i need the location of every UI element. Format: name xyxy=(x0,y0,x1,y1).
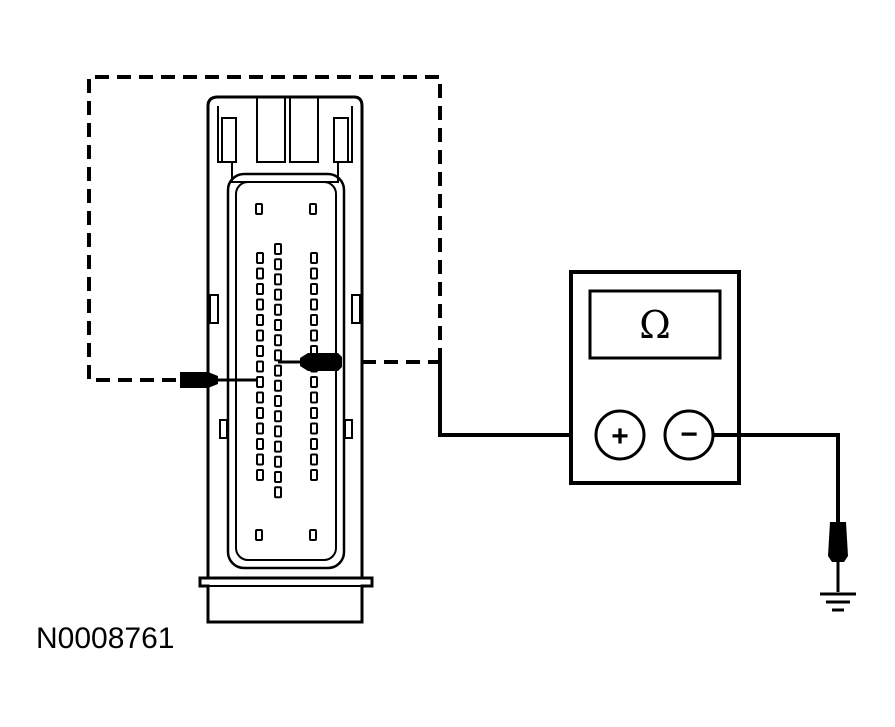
connector-pin xyxy=(256,391,264,404)
connector-pin xyxy=(256,345,264,357)
wire-to-positive xyxy=(438,362,596,437)
connector-pin xyxy=(256,469,264,481)
connector-pin xyxy=(274,273,282,286)
connector-pin xyxy=(310,453,318,466)
wire-to-ground xyxy=(713,433,840,522)
connector-pin xyxy=(274,319,282,331)
connector-pin xyxy=(274,258,282,271)
connector-pin xyxy=(310,329,318,342)
dashed-boundary xyxy=(87,75,442,382)
connector-pin xyxy=(274,303,282,316)
connector-pin xyxy=(256,314,264,326)
ground-probe xyxy=(828,522,848,592)
connector-pin xyxy=(310,391,318,404)
connector-pin xyxy=(256,360,264,373)
connector-pin xyxy=(256,283,264,295)
connector-pin xyxy=(256,329,264,342)
connector-pin xyxy=(256,252,264,264)
connector-pin xyxy=(310,267,318,280)
meter-display xyxy=(588,289,722,360)
connector-pin xyxy=(274,288,282,301)
figure-id: N0008761 xyxy=(36,622,175,655)
connector-side-nub-right xyxy=(344,419,353,439)
connector-pin xyxy=(310,298,318,311)
connector-pin xyxy=(310,438,318,450)
connector-pin xyxy=(256,422,264,435)
connector-pin xyxy=(310,422,318,435)
connector-pin xyxy=(274,410,282,423)
meter-display-symbol: Ω xyxy=(639,303,671,347)
connector-face-outer xyxy=(226,172,346,570)
connector-latch-slot-left xyxy=(221,117,237,163)
connector-pin xyxy=(256,267,264,280)
connector-pin xyxy=(274,395,282,407)
connector-pin xyxy=(274,425,282,438)
connector-pin xyxy=(255,203,263,215)
connector-pin xyxy=(274,349,282,362)
connector-pin xyxy=(309,529,317,541)
ohmmeter-icon: Ω + − xyxy=(569,270,741,485)
connector-pin xyxy=(274,440,282,453)
connector-pin xyxy=(309,203,317,215)
connector-pin xyxy=(274,243,282,255)
connector-pin xyxy=(310,283,318,295)
test-probe-inner xyxy=(278,353,342,371)
connector-pin xyxy=(255,529,263,541)
connector-pin xyxy=(256,298,264,311)
connector-pin xyxy=(274,364,282,377)
connector-base-flange xyxy=(198,576,374,624)
connector-latch-tab-right xyxy=(289,96,319,163)
ground-symbol-icon xyxy=(820,592,856,612)
connector-icon xyxy=(198,95,374,624)
connector-side-nub-left xyxy=(219,419,228,439)
connector-pin xyxy=(256,438,264,450)
connector-pin xyxy=(256,407,264,419)
connector-pin xyxy=(274,379,282,392)
connector-pin xyxy=(256,376,264,388)
connector-pin xyxy=(310,376,318,388)
connector-latch-slot-right xyxy=(333,117,349,163)
connector-pin xyxy=(274,455,282,468)
connector-pin xyxy=(274,486,282,499)
connector-side-rib-right xyxy=(351,294,361,324)
test-probe-icon xyxy=(180,372,258,388)
connector-pin xyxy=(274,471,282,483)
connector-latch-tab-left xyxy=(256,96,286,163)
connector-pin xyxy=(310,469,318,481)
meter-positive-label: + xyxy=(611,420,629,453)
connector-pin xyxy=(310,407,318,419)
meter-negative-label: − xyxy=(680,418,698,451)
connector-pin xyxy=(256,453,264,466)
connector-side-rib-left xyxy=(209,294,219,324)
connector-pin xyxy=(310,314,318,326)
connector-pin xyxy=(274,334,282,347)
connector-pin xyxy=(310,252,318,264)
meter-positive-terminal[interactable] xyxy=(594,409,646,461)
